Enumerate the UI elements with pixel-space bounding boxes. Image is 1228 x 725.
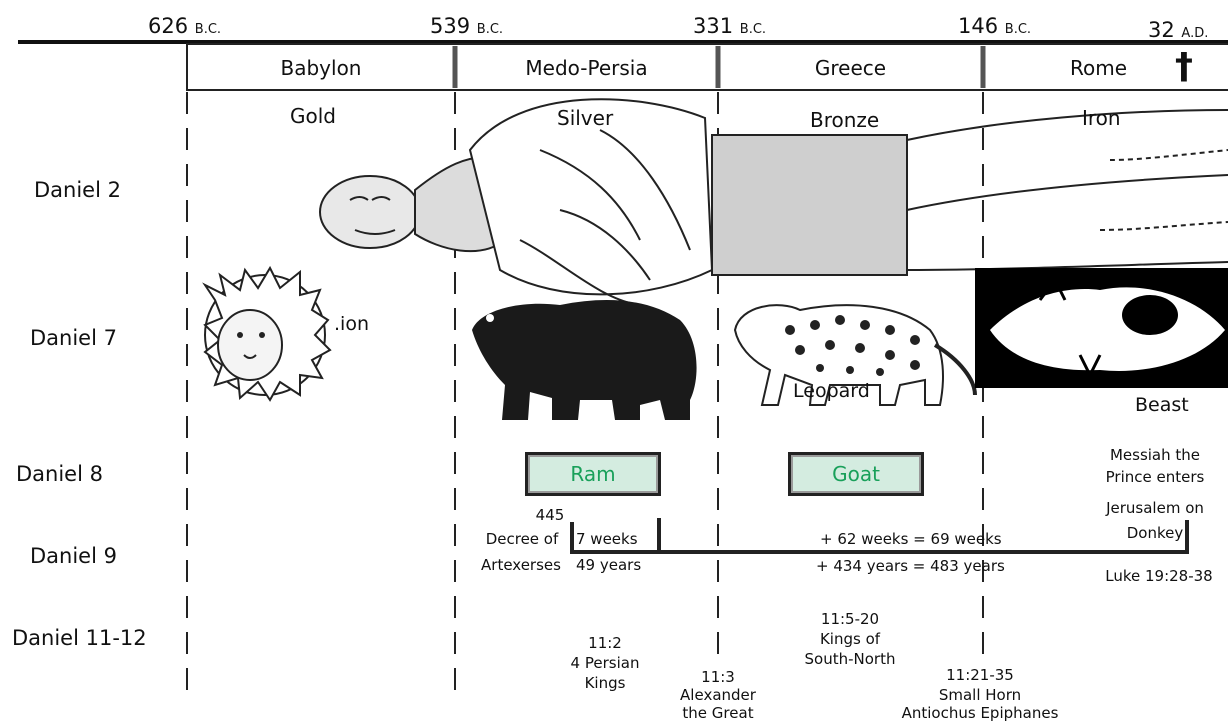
persian-line-2: 4 Persian [555,654,655,672]
date-32ad: 32 A.D. [1148,18,1208,42]
date-146bc: 146 B.C. [958,14,1031,38]
date-539bc: 539 B.C. [430,14,503,38]
date-year: 331 [693,14,733,38]
bear-illustration [472,300,697,420]
messiah-line-4: Donkey [1085,524,1225,542]
date-year: 626 [148,14,188,38]
date-year: 32 [1148,18,1175,42]
row-label-daniel-11-12: Daniel 11-12 [12,626,147,650]
south-north-line-1: 11:5-20 [790,610,910,628]
empire-greece: Greece [718,56,983,80]
decree-line-1: Decree of [472,530,572,548]
date-era: B.C. [1005,22,1031,37]
date-era: B.C. [195,22,221,37]
metal-bronze: Bronze [810,108,879,132]
empire-rome: Rome [1070,56,1127,80]
south-north-line-3: South-North [790,650,910,668]
south-north-line-2: Kings of [790,630,910,648]
goat-label: Goat [832,462,880,486]
beast-label-lion: .ion [334,313,369,335]
date-era: B.C. [477,22,503,37]
four-thirty-four-years: + 434 years = 483 years [816,557,1005,575]
alexander-line-3: the Great [663,704,773,722]
antiochus-line-3: Antiochus Epiphanes [880,704,1080,722]
cross-icon: † [1175,46,1193,87]
beast-label-leopard: Leopard [793,380,870,402]
empire-babylon: Babylon [187,56,455,80]
decree-line-2: Artexerses [466,556,576,574]
ram-box: Ram [525,452,661,496]
antiochus-line-1: 11:21-35 [930,666,1030,684]
row-label-daniel-2: Daniel 2 [34,178,121,202]
date-year: 539 [430,14,470,38]
metal-iron: Iron [1082,106,1121,130]
luke-reference: Luke 19:28-38 [1090,567,1228,585]
date-331bc: 331 B.C. [693,14,766,38]
row-label-daniel-7: Daniel 7 [30,326,117,350]
date-era: B.C. [740,22,766,37]
messiah-line-2: Prince enters [1085,468,1225,486]
persian-line-1: 11:2 [555,634,655,652]
row-label-daniel-9: Daniel 9 [30,544,117,568]
messiah-line-1: Messiah the [1085,446,1225,464]
goat-box: Goat [788,452,924,496]
messiah-line-3: Jerusalem on [1085,499,1225,517]
persian-line-3: Kings [555,674,655,692]
metal-gold: Gold [290,104,336,128]
decree-year: 445 [530,506,570,524]
row-label-daniel-8: Daniel 8 [16,462,103,486]
beast-label-beast: Beast [1135,394,1189,416]
metal-silver: Silver [557,106,613,130]
ram-label: Ram [570,462,615,486]
seven-weeks: 7 weeks [576,530,638,548]
alexander-line-2: Alexander [663,686,773,704]
empire-medo-persia: Medo-Persia [455,56,718,80]
fourth-beast-illustration [975,268,1228,388]
date-year: 146 [958,14,998,38]
alexander-line-1: 11:3 [663,668,773,686]
date-era: A.D. [1181,26,1208,41]
forty-nine-years: 49 years [576,556,641,574]
antiochus-line-2: Small Horn [915,686,1045,704]
sixty-two-weeks: + 62 weeks = 69 weeks [820,530,1002,548]
date-626bc: 626 B.C. [148,14,221,38]
lion-illustration [205,268,330,400]
